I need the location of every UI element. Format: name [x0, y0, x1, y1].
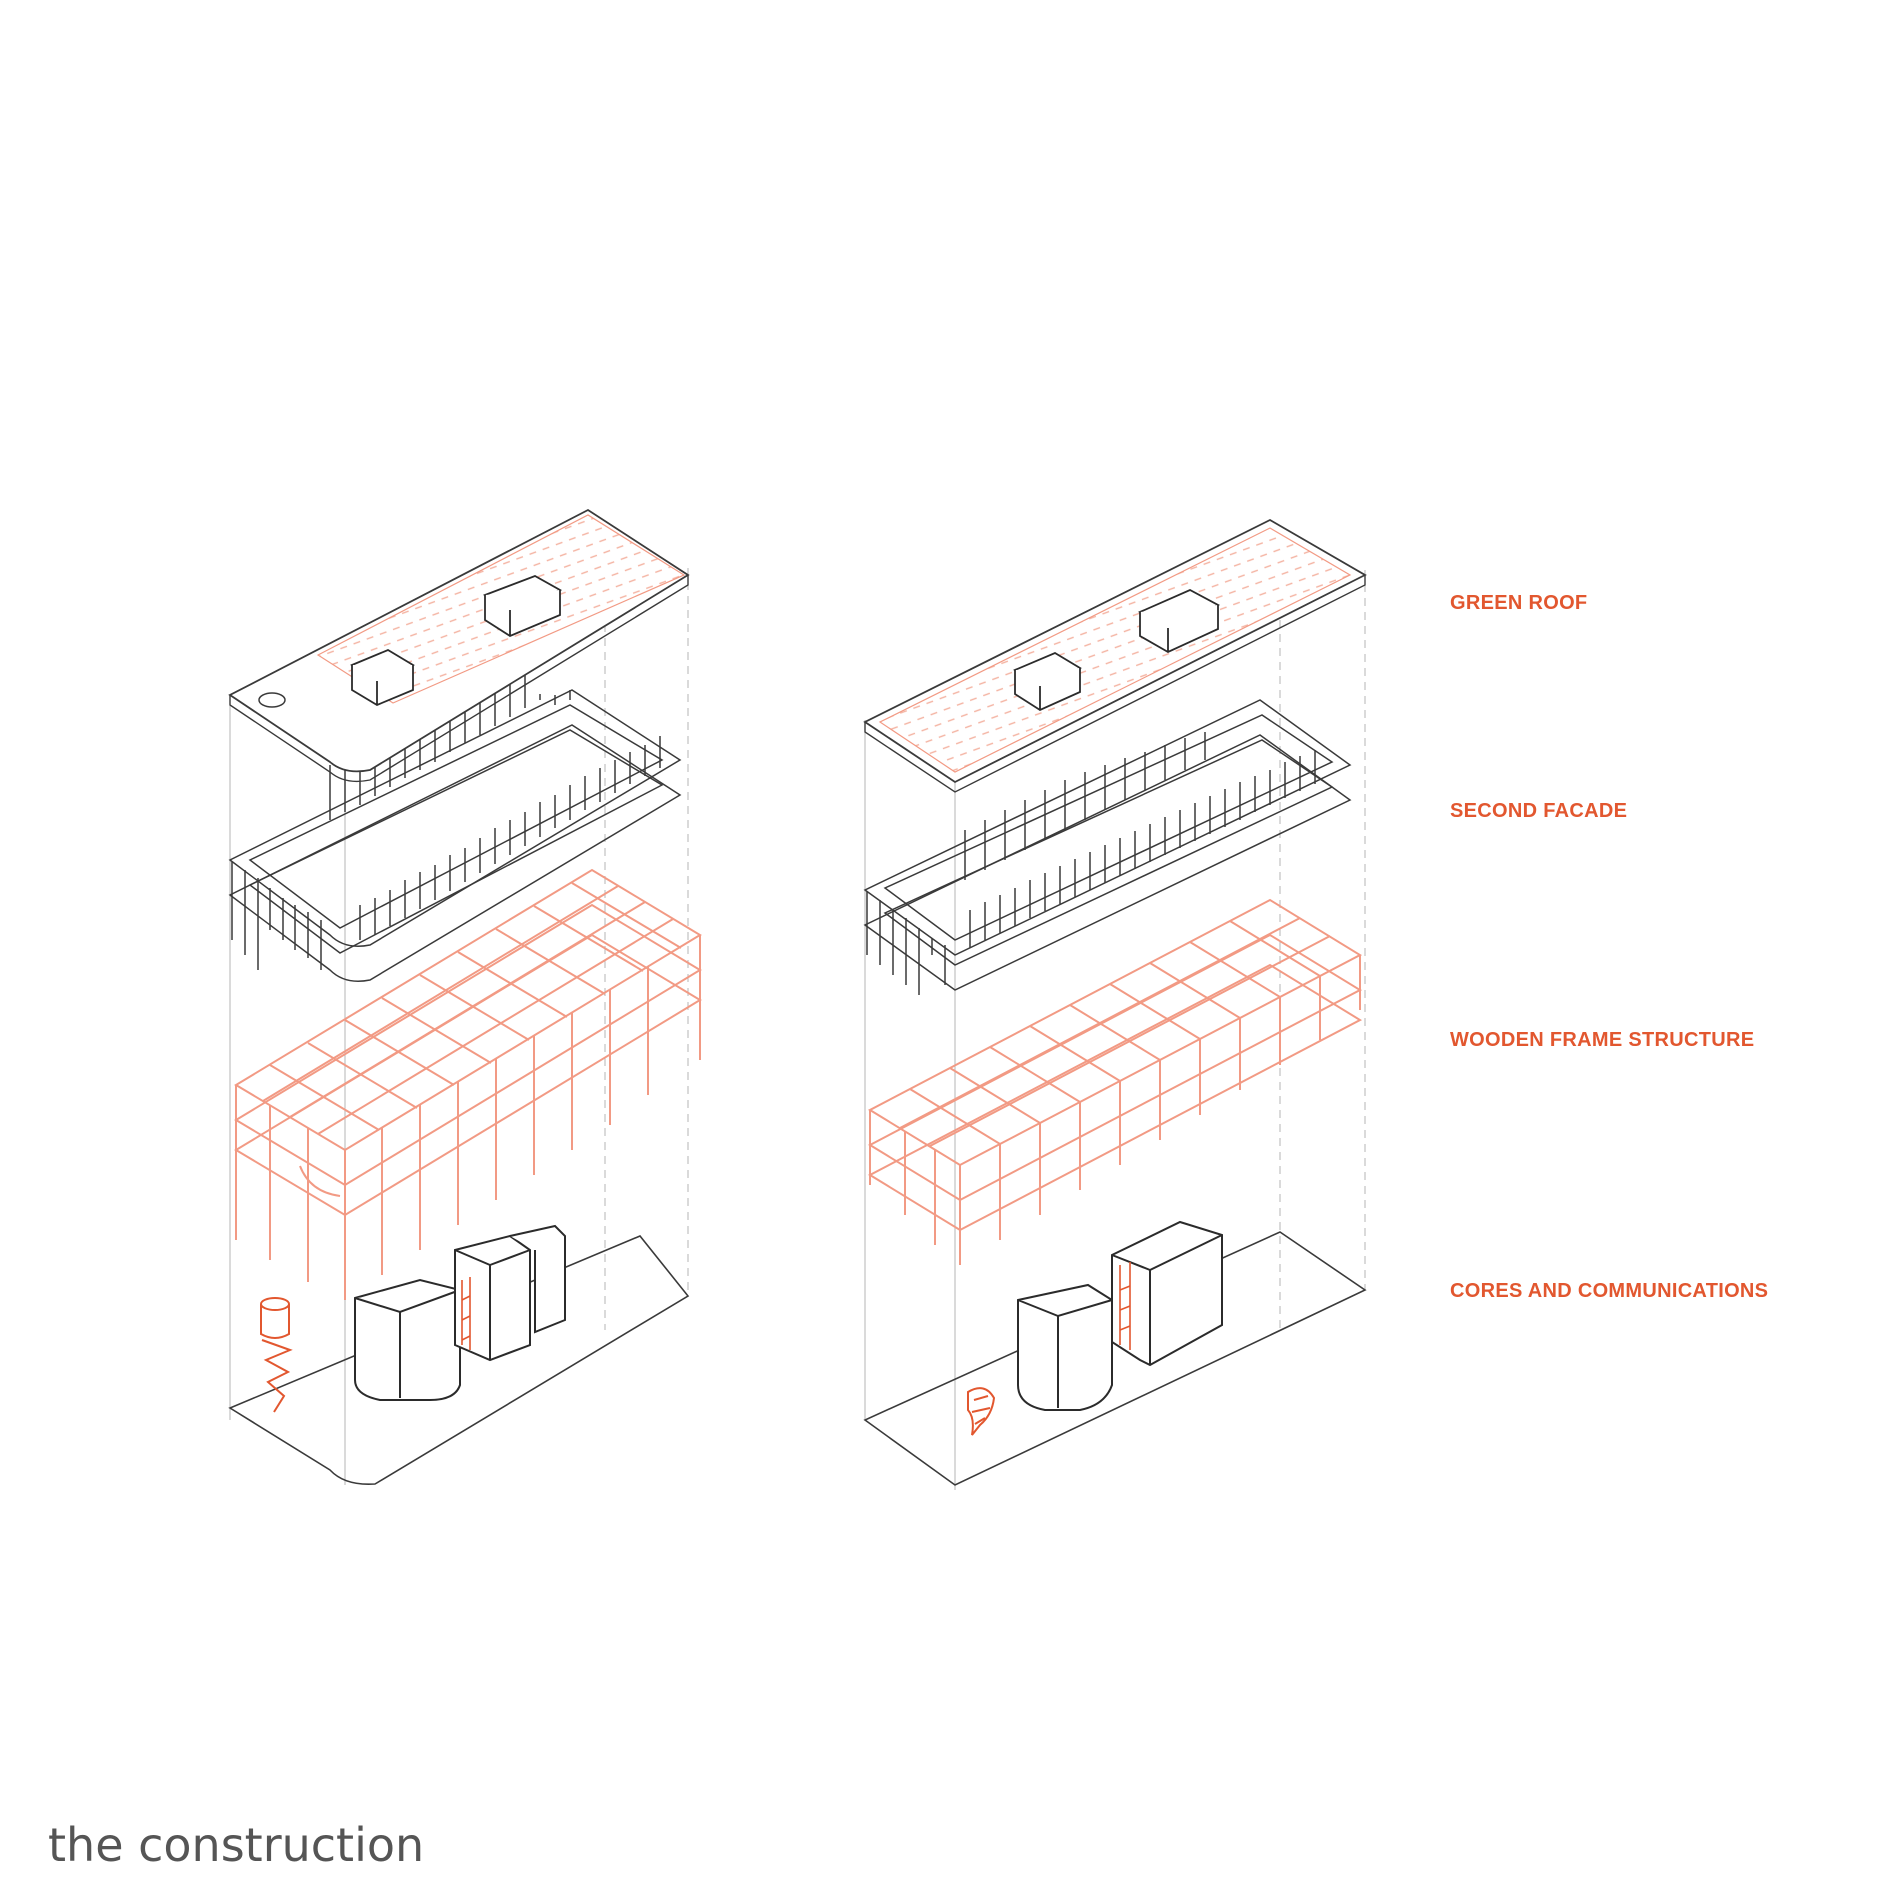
- label-second-facade: SECOND FACADE: [1450, 800, 1628, 822]
- label-wooden-frame-structure: WOODEN FRAME STRUCTURE: [1450, 1029, 1755, 1051]
- green-roof-area: [878, 527, 1352, 773]
- core-stair: [1119, 1262, 1131, 1350]
- spiral-stair: [260, 1297, 293, 1413]
- core-block: [1017, 1220, 1223, 1411]
- model-right: [863, 518, 1367, 1490]
- spiral-stair: [967, 1387, 996, 1436]
- frame-layer: [234, 868, 702, 1300]
- cores-layer: [863, 1220, 1367, 1486]
- facade-layer: [863, 699, 1352, 995]
- frame-layer: [867, 898, 1363, 1265]
- roof-skylight: [258, 692, 286, 708]
- cores-layer: [228, 1224, 690, 1486]
- model-left: [228, 508, 702, 1486]
- facade-layer: [228, 670, 682, 982]
- label-green-roof: GREEN ROOF: [1450, 592, 1588, 614]
- roof-layer: [228, 508, 690, 783]
- guide-lines: [229, 568, 689, 1485]
- roof-box: [350, 575, 563, 707]
- ground-slab: [228, 1235, 690, 1486]
- core-stair: [461, 1277, 471, 1350]
- roof-layer: [863, 518, 1367, 793]
- page-caption: the construction: [48, 1818, 425, 1872]
- roof-box: [1013, 588, 1221, 712]
- core-block: [354, 1224, 566, 1401]
- label-cores-and-communications: CORES AND COMMUNICATIONS: [1450, 1280, 1769, 1302]
